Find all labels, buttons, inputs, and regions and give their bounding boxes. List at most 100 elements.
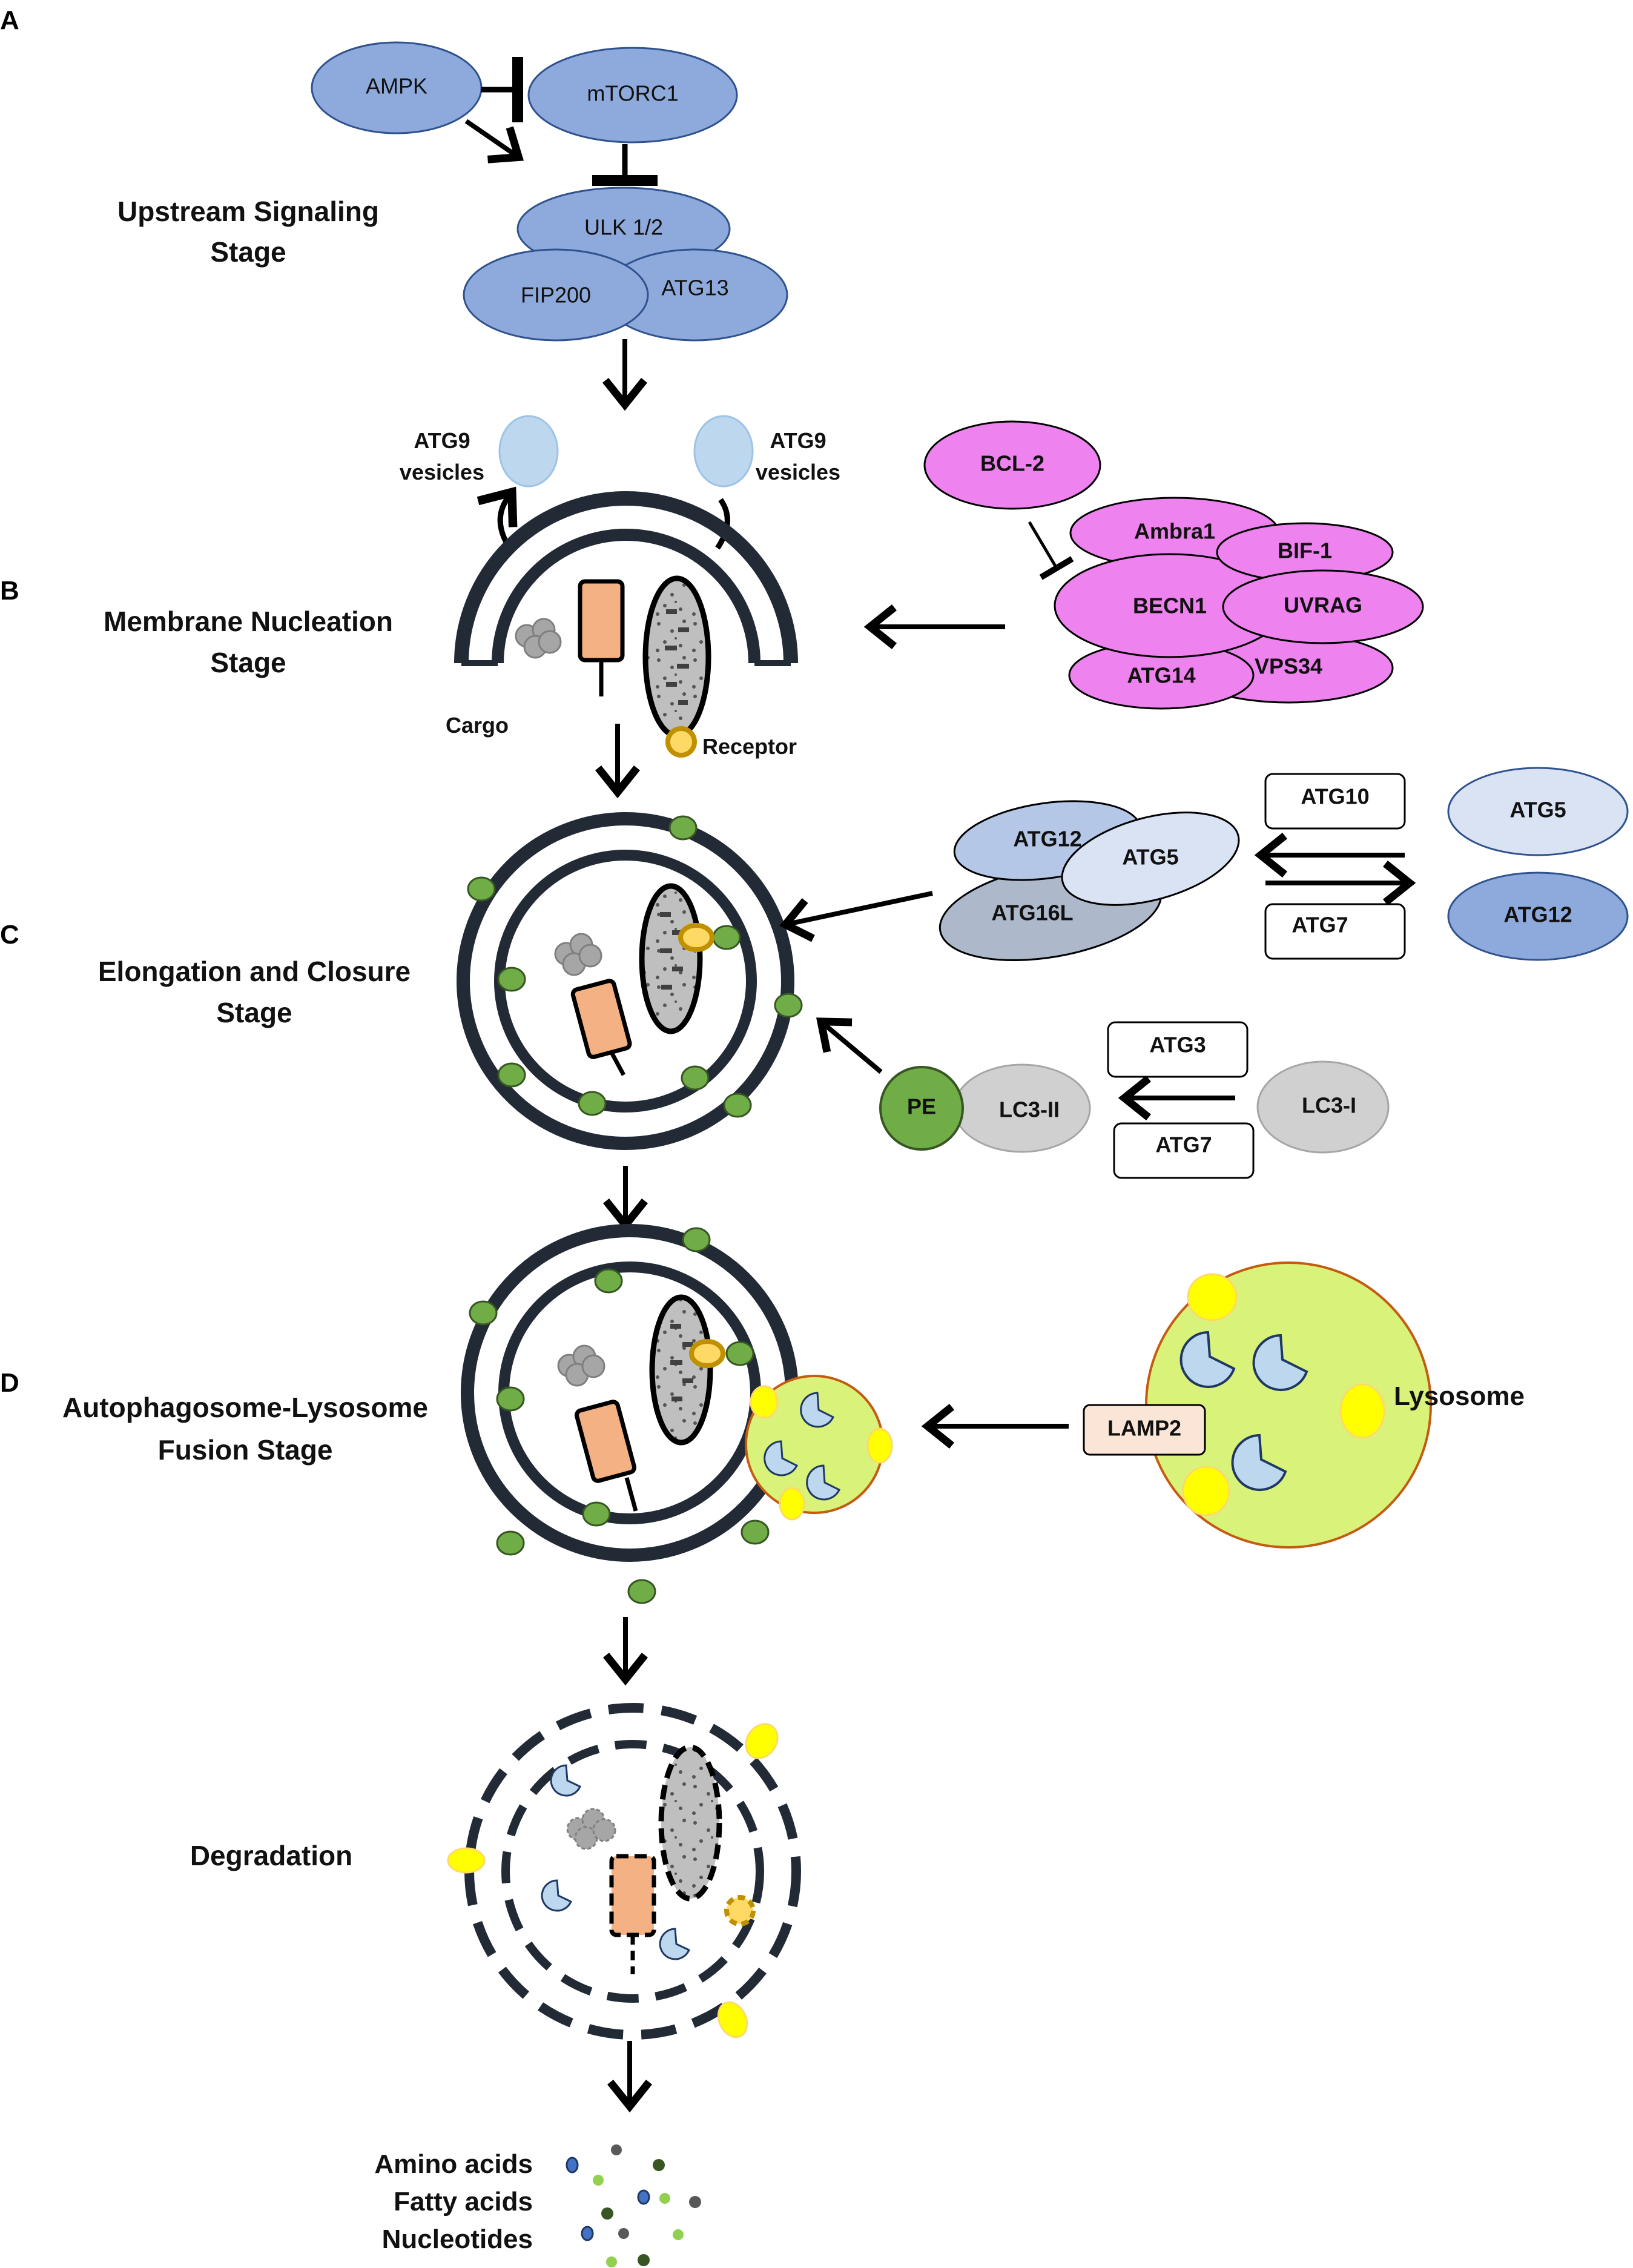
atg9-label-right: ATG9 vesicles — [756, 428, 840, 484]
atg5-node: ATG5 — [1061, 812, 1240, 906]
cargo-aggregate — [515, 618, 562, 659]
receptor-icon-c — [678, 923, 714, 952]
phagophore — [454, 491, 798, 666]
products-list: Amino acids Fatty acids Nucleotides — [374, 2149, 533, 2254]
svg-text:Upstream Signaling: Upstream Signaling — [117, 196, 379, 227]
svg-text:Ambra1: Ambra1 — [1134, 519, 1215, 544]
lamp2-box: LAMP2 — [1083, 1404, 1206, 1456]
mtorc1-node: mTORC1 — [527, 47, 738, 144]
ampk-node: AMPK — [311, 41, 483, 134]
svg-text:ATG7: ATG7 — [1292, 913, 1348, 937]
receptor-icon — [665, 726, 697, 758]
stage-label-upstream: Upstream Signaling Stage — [117, 196, 379, 268]
cargo-aggregate-c — [554, 933, 602, 976]
svg-text:Membrane Nucleation: Membrane Nucleation — [104, 606, 393, 637]
svg-text:ATG9: ATG9 — [414, 428, 470, 453]
svg-text:PE: PE — [907, 1094, 936, 1119]
receptor-icon-d — [689, 1339, 725, 1368]
lc3ii-node: LC3-II — [953, 1063, 1091, 1153]
svg-text:AMPK: AMPK — [366, 74, 427, 99]
panel-label-c: C — [0, 920, 19, 950]
lysosome-label: Lysosome — [1394, 1381, 1525, 1411]
digesting-enzymes — [541, 1764, 690, 1960]
stage-label-nucleation: Membrane Nucleation Stage — [104, 606, 393, 678]
degrading-cargo-protein — [609, 1854, 656, 1974]
svg-text:LAMP2: LAMP2 — [1107, 1416, 1181, 1441]
atg7-box: ATG7 — [1264, 903, 1406, 960]
svg-text:Autophagosome-Lysosome: Autophagosome-Lysosome — [62, 1392, 428, 1423]
svg-text:ATG12: ATG12 — [1013, 827, 1081, 851]
svg-text:ATG10: ATG10 — [1301, 784, 1369, 809]
svg-text:ATG14: ATG14 — [1127, 663, 1195, 688]
svg-text:ATG3: ATG3 — [1149, 1033, 1206, 1057]
svg-text:ATG9: ATG9 — [770, 428, 826, 453]
atg13-node: ATG13 — [602, 248, 788, 342]
svg-text:Stage: Stage — [210, 236, 286, 268]
atg10-box: ATG10 — [1264, 773, 1406, 830]
bcl2-inhibits-becn1 — [1028, 521, 1074, 580]
svg-text:VPS34: VPS34 — [1255, 654, 1322, 679]
mitochondrion-c — [639, 883, 703, 1034]
svg-text:BCL-2: BCL-2 — [980, 451, 1044, 476]
degrading-mitochondrion — [658, 1744, 722, 1902]
svg-text:ATG12: ATG12 — [1503, 902, 1572, 927]
receptor-label: Receptor — [702, 734, 797, 759]
svg-text:ULK 1/2: ULK 1/2 — [584, 215, 663, 240]
fip200-node: FIP200 — [463, 248, 649, 342]
atg5-free-node: ATG5 — [1447, 767, 1629, 856]
svg-text:ATG13: ATG13 — [661, 276, 728, 300]
svg-text:Fusion Stage: Fusion Stage — [158, 1434, 333, 1466]
svg-text:BIF-1: BIF-1 — [1278, 538, 1332, 563]
mitochondrion — [642, 575, 711, 739]
lc3ii-to-autophagosome-arrow — [816, 1017, 883, 1074]
stage-label-fusion: Autophagosome-Lysosome Fusion Stage — [62, 1392, 428, 1466]
product-molecules — [566, 2144, 701, 2267]
lc3i-node: LC3-I — [1256, 1060, 1390, 1154]
atg12-free-node: ATG12 — [1447, 871, 1629, 961]
svg-text:FIP200: FIP200 — [521, 283, 591, 308]
lc3-puncta-c — [467, 815, 803, 1118]
conjugate-to-autophagosome-arrow — [779, 891, 933, 942]
atg3-box: ATG3 — [1107, 1021, 1249, 1078]
cargo-label: Cargo — [446, 713, 509, 738]
uvrag-node: UVRAG — [1222, 569, 1424, 644]
stage-label-elongation: Elongation and Closure Stage — [98, 956, 411, 1028]
product-nucleotides: Nucleotides — [382, 2224, 533, 2254]
panel-label-d: D — [0, 1368, 19, 1398]
cargo-protein-d — [574, 1400, 638, 1512]
ampk-activates-ulk — [464, 119, 524, 164]
atg9-label-left: ATG9 vesicles — [400, 428, 484, 484]
cargo-aggregate-d — [557, 1344, 605, 1387]
svg-text:mTORC1: mTORC1 — [587, 81, 678, 106]
pe-node: PE — [879, 1066, 964, 1151]
product-fatty-acids: Fatty acids — [394, 2187, 533, 2217]
svg-text:ATG7: ATG7 — [1155, 1132, 1212, 1157]
degrading-receptor — [724, 1895, 756, 1926]
degrading-cargo-aggregate — [566, 1808, 616, 1850]
vesicle-fusion-arrow-right — [715, 498, 730, 550]
cargo-protein — [578, 579, 625, 696]
product-amino-acids: Amino acids — [374, 2149, 533, 2179]
svg-text:Stage: Stage — [210, 647, 286, 678]
lysosome — [1145, 1261, 1432, 1549]
lamp-fragments — [447, 1723, 779, 2038]
mitochondrion-d — [649, 1294, 713, 1446]
svg-text:vesicles: vesicles — [400, 460, 484, 484]
atg9-vesicle-left — [498, 415, 559, 488]
stage-label-degradation: Degradation — [190, 1840, 352, 1871]
svg-text:LC3-I: LC3-I — [1302, 1093, 1356, 1118]
bcl2-node: BCL-2 — [923, 420, 1101, 510]
svg-text:UVRAG: UVRAG — [1284, 593, 1362, 618]
fused-lysosome — [745, 1375, 893, 1521]
cargo-protein-c — [570, 979, 632, 1076]
lc3-puncta-d — [469, 1227, 770, 1604]
atg7-lc3-box: ATG7 — [1113, 1122, 1255, 1179]
panel-label-a: A — [0, 5, 19, 35]
svg-text:vesicles: vesicles — [756, 460, 840, 484]
svg-text:ATG5: ATG5 — [1509, 798, 1566, 822]
panel-label-b: B — [0, 576, 19, 606]
atg9-vesicle-right — [693, 415, 754, 488]
svg-text:ATG5: ATG5 — [1122, 845, 1178, 870]
svg-text:LC3-II: LC3-II — [999, 1097, 1060, 1122]
